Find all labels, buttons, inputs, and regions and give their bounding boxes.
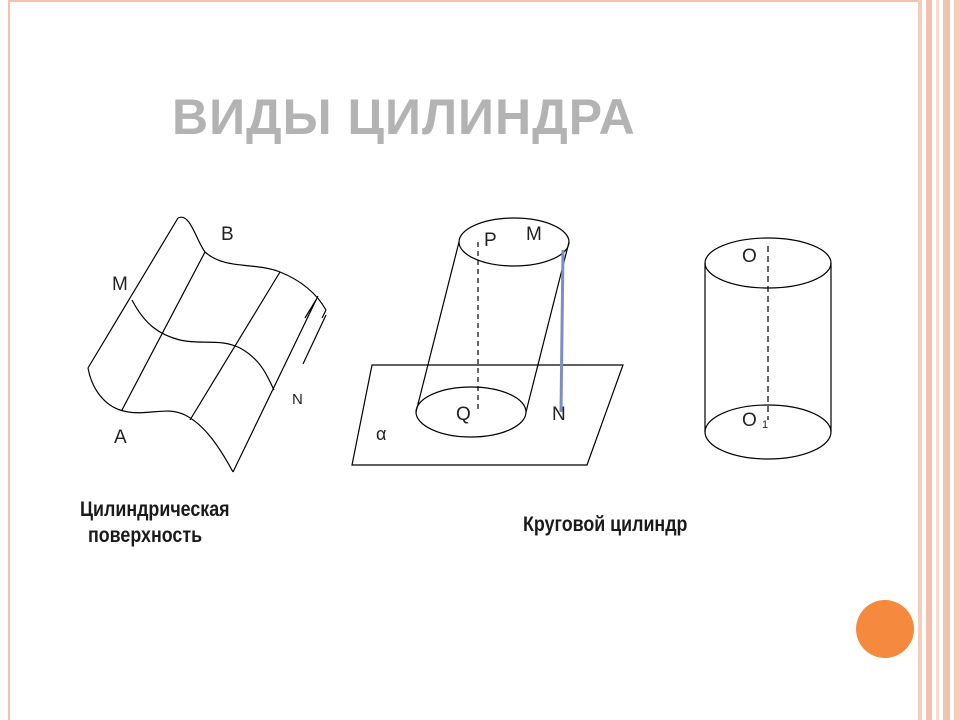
surface-label-a: A [114, 427, 127, 448]
oblique-base-ellipse [415, 386, 527, 438]
surface-middle-curve [131, 299, 275, 391]
cylindrical-surface [87, 216, 327, 473]
oblique-label-p: P [484, 230, 497, 251]
surface-label-b: B [221, 224, 234, 245]
oblique-top-ellipse [458, 217, 570, 267]
oblique-cylinder [351, 217, 624, 466]
surface-caption-line2: поверхность [88, 524, 203, 547]
orange-circle-button[interactable] [856, 600, 914, 658]
decorative-stripes [918, 0, 960, 720]
oblique-height-segment [559, 249, 565, 413]
plane-label-alpha: α [376, 424, 386, 444]
surface-label-m: M [112, 274, 128, 295]
right-label-o1: O [742, 410, 757, 431]
surface-caption-line1: Цилиндрическая [80, 498, 230, 521]
oblique-label-m: M [526, 224, 542, 245]
right-label-o1-subscript: 1 [762, 419, 768, 431]
plane-alpha [351, 364, 624, 466]
right-label-o: O [742, 246, 757, 267]
surface-bottom-curve [87, 367, 234, 473]
right-base-ellipse [704, 404, 832, 460]
oblique-label-q: Q [456, 404, 471, 425]
right-cylinder [704, 237, 832, 460]
frame-left-border [8, 0, 10, 720]
circular-cylinder-caption: Круговой цилиндр [523, 513, 688, 536]
surface-label-n: N [292, 391, 303, 408]
oblique-label-n: N [552, 404, 566, 425]
frame-top-border [8, 0, 920, 2]
slide-title: ВИДЫ ЦИЛИНДРА [172, 89, 636, 145]
surface-top-curve [177, 216, 327, 311]
